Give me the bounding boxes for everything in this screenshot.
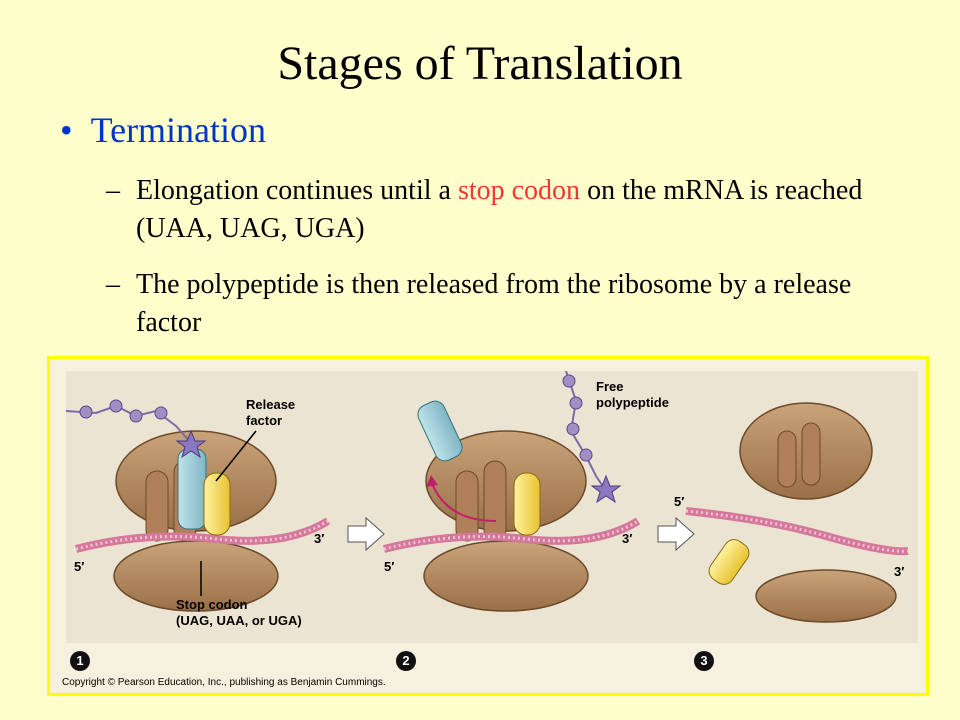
- amino-acid: [154, 406, 168, 420]
- release-factor-label-2: factor: [246, 413, 282, 428]
- panel-2: Free polypeptide 5′ 3′: [383, 370, 669, 612]
- released-release-factor: [708, 539, 750, 585]
- step-arrow-icon: [347, 516, 385, 552]
- step-2-badge: 2: [396, 651, 416, 671]
- mrna-bases: [685, 509, 909, 553]
- step-numbers: 1 2 3: [66, 647, 918, 677]
- step-1-badge: 1: [70, 651, 90, 671]
- release-factor: [513, 472, 541, 536]
- sub-bullet-elongation: – Elongation continues until a stop codo…: [106, 172, 866, 248]
- three-prime-label: 3′: [314, 531, 324, 546]
- five-prime-label: 5′: [74, 559, 84, 574]
- step-arrow-icon: [657, 516, 695, 552]
- termination-diagram: Release factor 5′ 3′ Stop codon (UAG, UA…: [65, 370, 909, 628]
- terminal-amino-acid: [590, 474, 622, 504]
- step-3-badge: 3: [694, 651, 714, 671]
- panel-3: 5′ 3′: [674, 402, 909, 623]
- sub-bullet-release: – The polypeptide is then released from …: [106, 266, 866, 342]
- free-polypeptide-label-2: polypeptide: [596, 395, 669, 410]
- amino-acid: [569, 396, 583, 410]
- ribosome-site: [145, 470, 169, 542]
- slide-title: Stages of Translation: [277, 37, 683, 90]
- figure-panel: Release factor 5′ 3′ Stop codon (UAG, UA…: [65, 370, 918, 643]
- amino-acid: [129, 409, 143, 423]
- small-subunit: [755, 569, 897, 623]
- released-trna: [417, 400, 463, 462]
- ribosome-site: [455, 470, 479, 542]
- amino-acid: [562, 374, 576, 388]
- text-after: on the mRNA is reached (UAA, UAG, UGA): [136, 175, 863, 244]
- terminal-amino-acid: [175, 429, 207, 459]
- sub-bullet-text: Elongation continues until a stop codon …: [106, 172, 866, 248]
- dash-marker: –: [106, 175, 120, 206]
- stop-codon-label-1: Stop codon: [176, 597, 248, 612]
- stop-codon-highlight: stop codon: [457, 175, 581, 206]
- dash-marker: –: [106, 269, 120, 300]
- bullet-dot: •: [60, 110, 73, 150]
- ribosome-site: [777, 430, 797, 488]
- amino-acid: [79, 405, 93, 419]
- bullet-text: Termination: [90, 110, 267, 150]
- release-factor: [203, 472, 231, 536]
- three-prime-label: 3′: [622, 531, 632, 546]
- trna: [177, 448, 207, 530]
- translation-figure: Release factor 5′ 3′ Stop codon (UAG, UA…: [47, 356, 929, 696]
- stop-codon-label-2: (UAG, UAA, or UGA): [176, 613, 302, 628]
- copyright-text: Copyright © Pearson Education, Inc., pub…: [62, 677, 386, 688]
- amino-acid: [566, 422, 580, 436]
- mrna-strand: [685, 507, 909, 556]
- five-prime-label: 5′: [674, 494, 684, 509]
- amino-acid: [109, 399, 123, 413]
- leader-line: [215, 430, 257, 482]
- release-arrow: [430, 480, 497, 522]
- release-factor-label-1: Release: [246, 397, 295, 412]
- ribosome-site: [801, 422, 821, 486]
- amino-acid: [579, 448, 593, 462]
- mrna-bases: [75, 519, 329, 551]
- panel-1: Release factor 5′ 3′ Stop codon (UAG, UA…: [65, 397, 331, 628]
- free-polypeptide-chain: [565, 370, 607, 492]
- three-prime-label: 3′: [894, 564, 904, 579]
- text-before: Elongation continues until a: [136, 175, 458, 206]
- mrna-bases: [383, 519, 639, 551]
- sub-bullet-text: The polypeptide is then released from th…: [136, 269, 852, 338]
- small-subunit: [423, 540, 589, 612]
- free-polypeptide-label-1: Free: [596, 379, 623, 394]
- bullet-termination: • Termination: [60, 108, 266, 152]
- arrowhead-icon: [426, 475, 438, 487]
- ribosome-site: [483, 460, 507, 542]
- five-prime-label: 5′: [384, 559, 394, 574]
